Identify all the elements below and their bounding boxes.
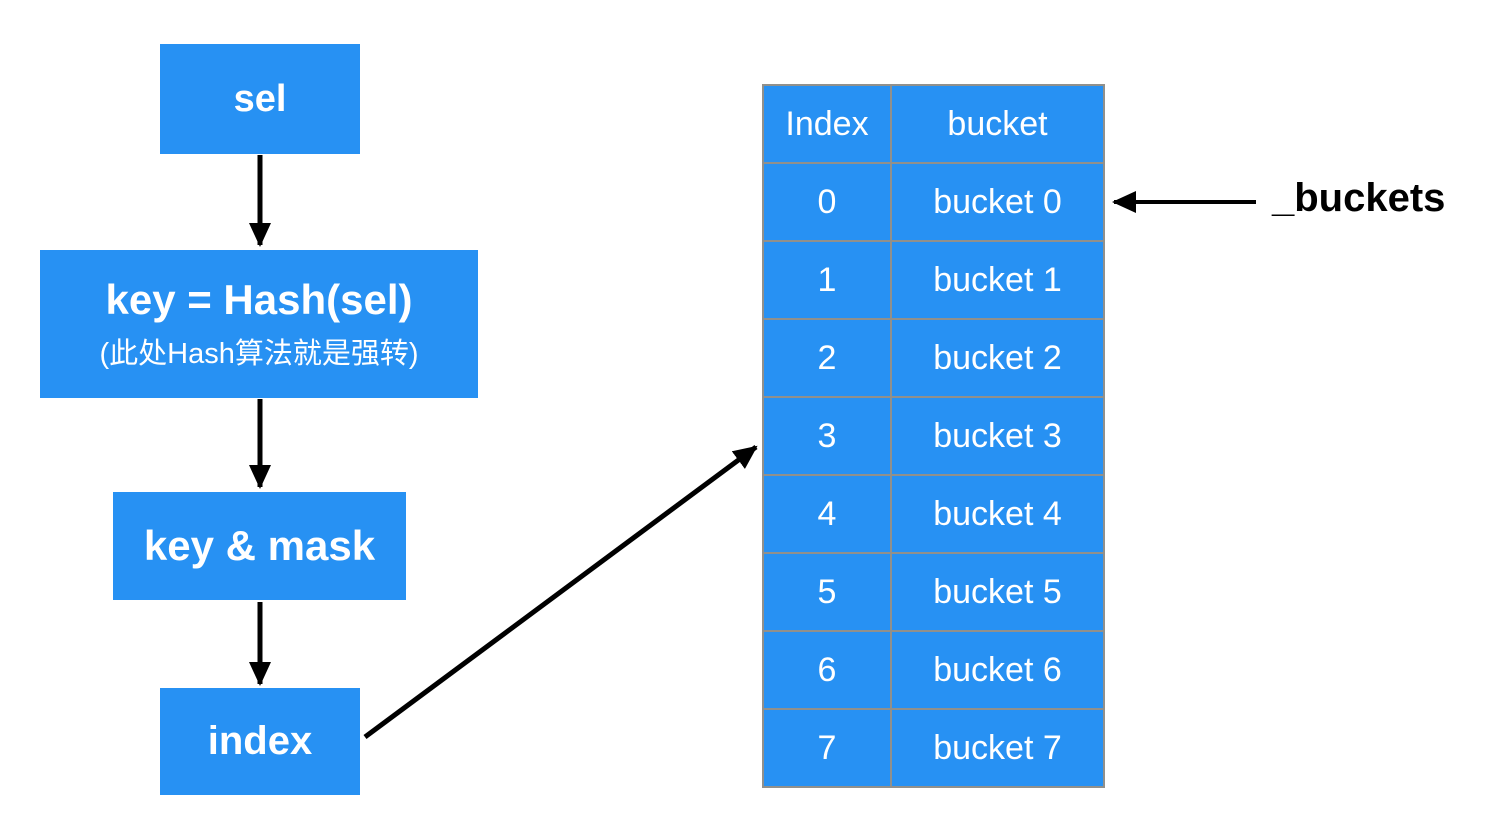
buckets-pointer-label: _buckets — [1272, 176, 1446, 220]
buckets-table: Index bucket 0 bucket 0 1 bucket 1 2 buc… — [762, 84, 1105, 788]
bucket-cell: bucket 1 — [890, 240, 1105, 320]
index-cell: 5 — [762, 552, 892, 632]
table-row: 5 bucket 5 — [762, 552, 1105, 632]
flow-node-sel: sel — [160, 44, 360, 154]
bucket-cell: bucket 4 — [890, 474, 1105, 554]
bucket-cell: bucket 6 — [890, 630, 1105, 710]
index-cell: 4 — [762, 474, 892, 554]
flow-node-hash-sublabel: (此处Hash算法就是强转) — [99, 338, 419, 370]
flow-node-index: index — [160, 688, 360, 795]
flow-node-key-and-mask: key & mask — [113, 492, 406, 600]
index-cell: 3 — [762, 396, 892, 476]
index-cell: 2 — [762, 318, 892, 398]
table-row: 6 bucket 6 — [762, 630, 1105, 710]
bucket-cell: bucket 5 — [890, 552, 1105, 632]
index-cell: 6 — [762, 630, 892, 710]
table-header-row: Index bucket — [762, 84, 1105, 164]
bucket-cell: bucket 3 — [890, 396, 1105, 476]
flow-node-hash: key = Hash(sel) (此处Hash算法就是强转) — [40, 250, 478, 398]
bucket-column-header: bucket — [890, 84, 1105, 164]
arrow-index-to-bucket3-icon — [363, 444, 758, 740]
table-row: 0 bucket 0 — [762, 162, 1105, 242]
table-row: 2 bucket 2 — [762, 318, 1105, 398]
index-column-header: Index — [762, 84, 892, 164]
table-row: 1 bucket 1 — [762, 240, 1105, 320]
table-row: 7 bucket 7 — [762, 708, 1105, 788]
index-cell: 1 — [762, 240, 892, 320]
flow-node-hash-label: key = Hash(sel) — [105, 276, 413, 323]
index-cell: 0 — [762, 162, 892, 242]
flow-node-index-label: index — [207, 719, 313, 763]
table-row: 4 bucket 4 — [762, 474, 1105, 554]
flow-node-key-and-mask-label: key & mask — [143, 522, 376, 569]
table-row: 3 bucket 3 — [762, 396, 1105, 476]
bucket-cell: bucket 7 — [890, 708, 1105, 788]
bucket-cell: bucket 2 — [890, 318, 1105, 398]
index-cell: 7 — [762, 708, 892, 788]
flow-node-sel-label: sel — [233, 77, 287, 120]
bucket-cell: bucket 0 — [890, 162, 1105, 242]
